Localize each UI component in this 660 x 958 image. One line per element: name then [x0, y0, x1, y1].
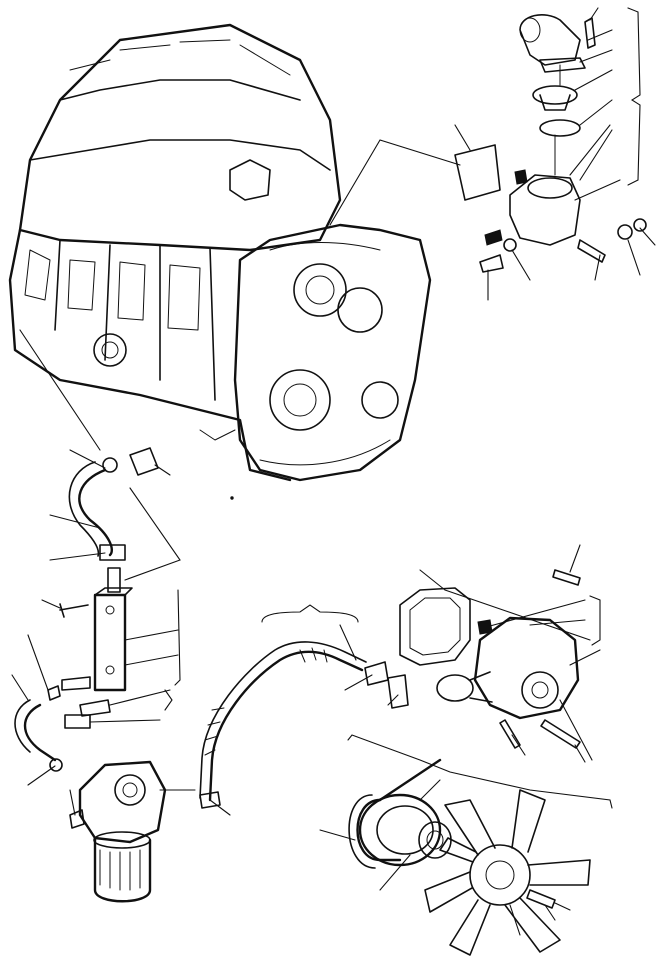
thermostat-seal-ring [539, 119, 581, 137]
oil-filter-cartridge [93, 831, 152, 903]
hose-upper [68, 461, 113, 557]
crankshaft-pulley [93, 333, 127, 367]
water-pump-pulley-hub [521, 671, 559, 709]
housing-washer [503, 238, 517, 252]
water-pump-assembly [399, 569, 601, 749]
thermostat-housing [509, 174, 581, 246]
cooling-fan [424, 789, 591, 956]
pump-bolt-b [540, 719, 581, 749]
center-hose-clamp [199, 791, 221, 809]
leader-lines [11, 7, 656, 936]
fan-pulley [358, 793, 442, 867]
housing-plug [484, 229, 503, 246]
bypass-hose-center [199, 604, 409, 809]
oil-filter-assembly [69, 760, 167, 903]
bolt-washer [617, 224, 633, 240]
fan-bracket [347, 734, 613, 809]
thermostat-bracket [627, 7, 641, 186]
fan-bolt [526, 889, 556, 909]
hose-clamp-bottom [49, 758, 63, 772]
stray-mark [230, 496, 234, 500]
housing-nut [514, 169, 528, 185]
bypass-block [93, 587, 133, 692]
fan-drive-assembly [347, 734, 613, 956]
hose-lower-left [14, 699, 57, 762]
water-temp-sensor [479, 254, 504, 273]
housing-bolt [577, 239, 606, 263]
block-bolt [59, 603, 89, 618]
hose-joint [129, 447, 159, 476]
thermostat [532, 85, 578, 111]
bolt-nut [633, 218, 647, 232]
cooler-plug [69, 809, 85, 829]
oil-cooler-housing [78, 760, 167, 844]
hose-clamp-lower [99, 544, 126, 561]
pump-stud [552, 569, 581, 586]
hose-nipple [107, 567, 121, 593]
block-union [79, 699, 111, 717]
block-union-nut [64, 714, 91, 729]
elbow-bolt [584, 17, 596, 49]
thermostat-assembly [454, 7, 647, 273]
pump-nut [477, 619, 493, 635]
housing-cover-plate [454, 144, 501, 201]
outlet-gasket [539, 57, 586, 73]
center-hose-bracket [261, 604, 359, 623]
water-pump-gasket [399, 587, 471, 666]
pump-bolt-a [499, 719, 521, 749]
block-fitting-nut [47, 685, 61, 701]
center-hose-elbow [387, 674, 409, 709]
timing-gear-case [233, 223, 432, 482]
hose-assembly-left [14, 447, 159, 772]
water-pump-body [436, 616, 580, 720]
hose-clamp [102, 457, 118, 473]
pump-bracket [589, 595, 601, 646]
water-outlet-elbow [519, 14, 581, 66]
engine-block [8, 23, 432, 482]
center-hose-fitting [364, 661, 389, 686]
block-fitting [61, 676, 91, 691]
